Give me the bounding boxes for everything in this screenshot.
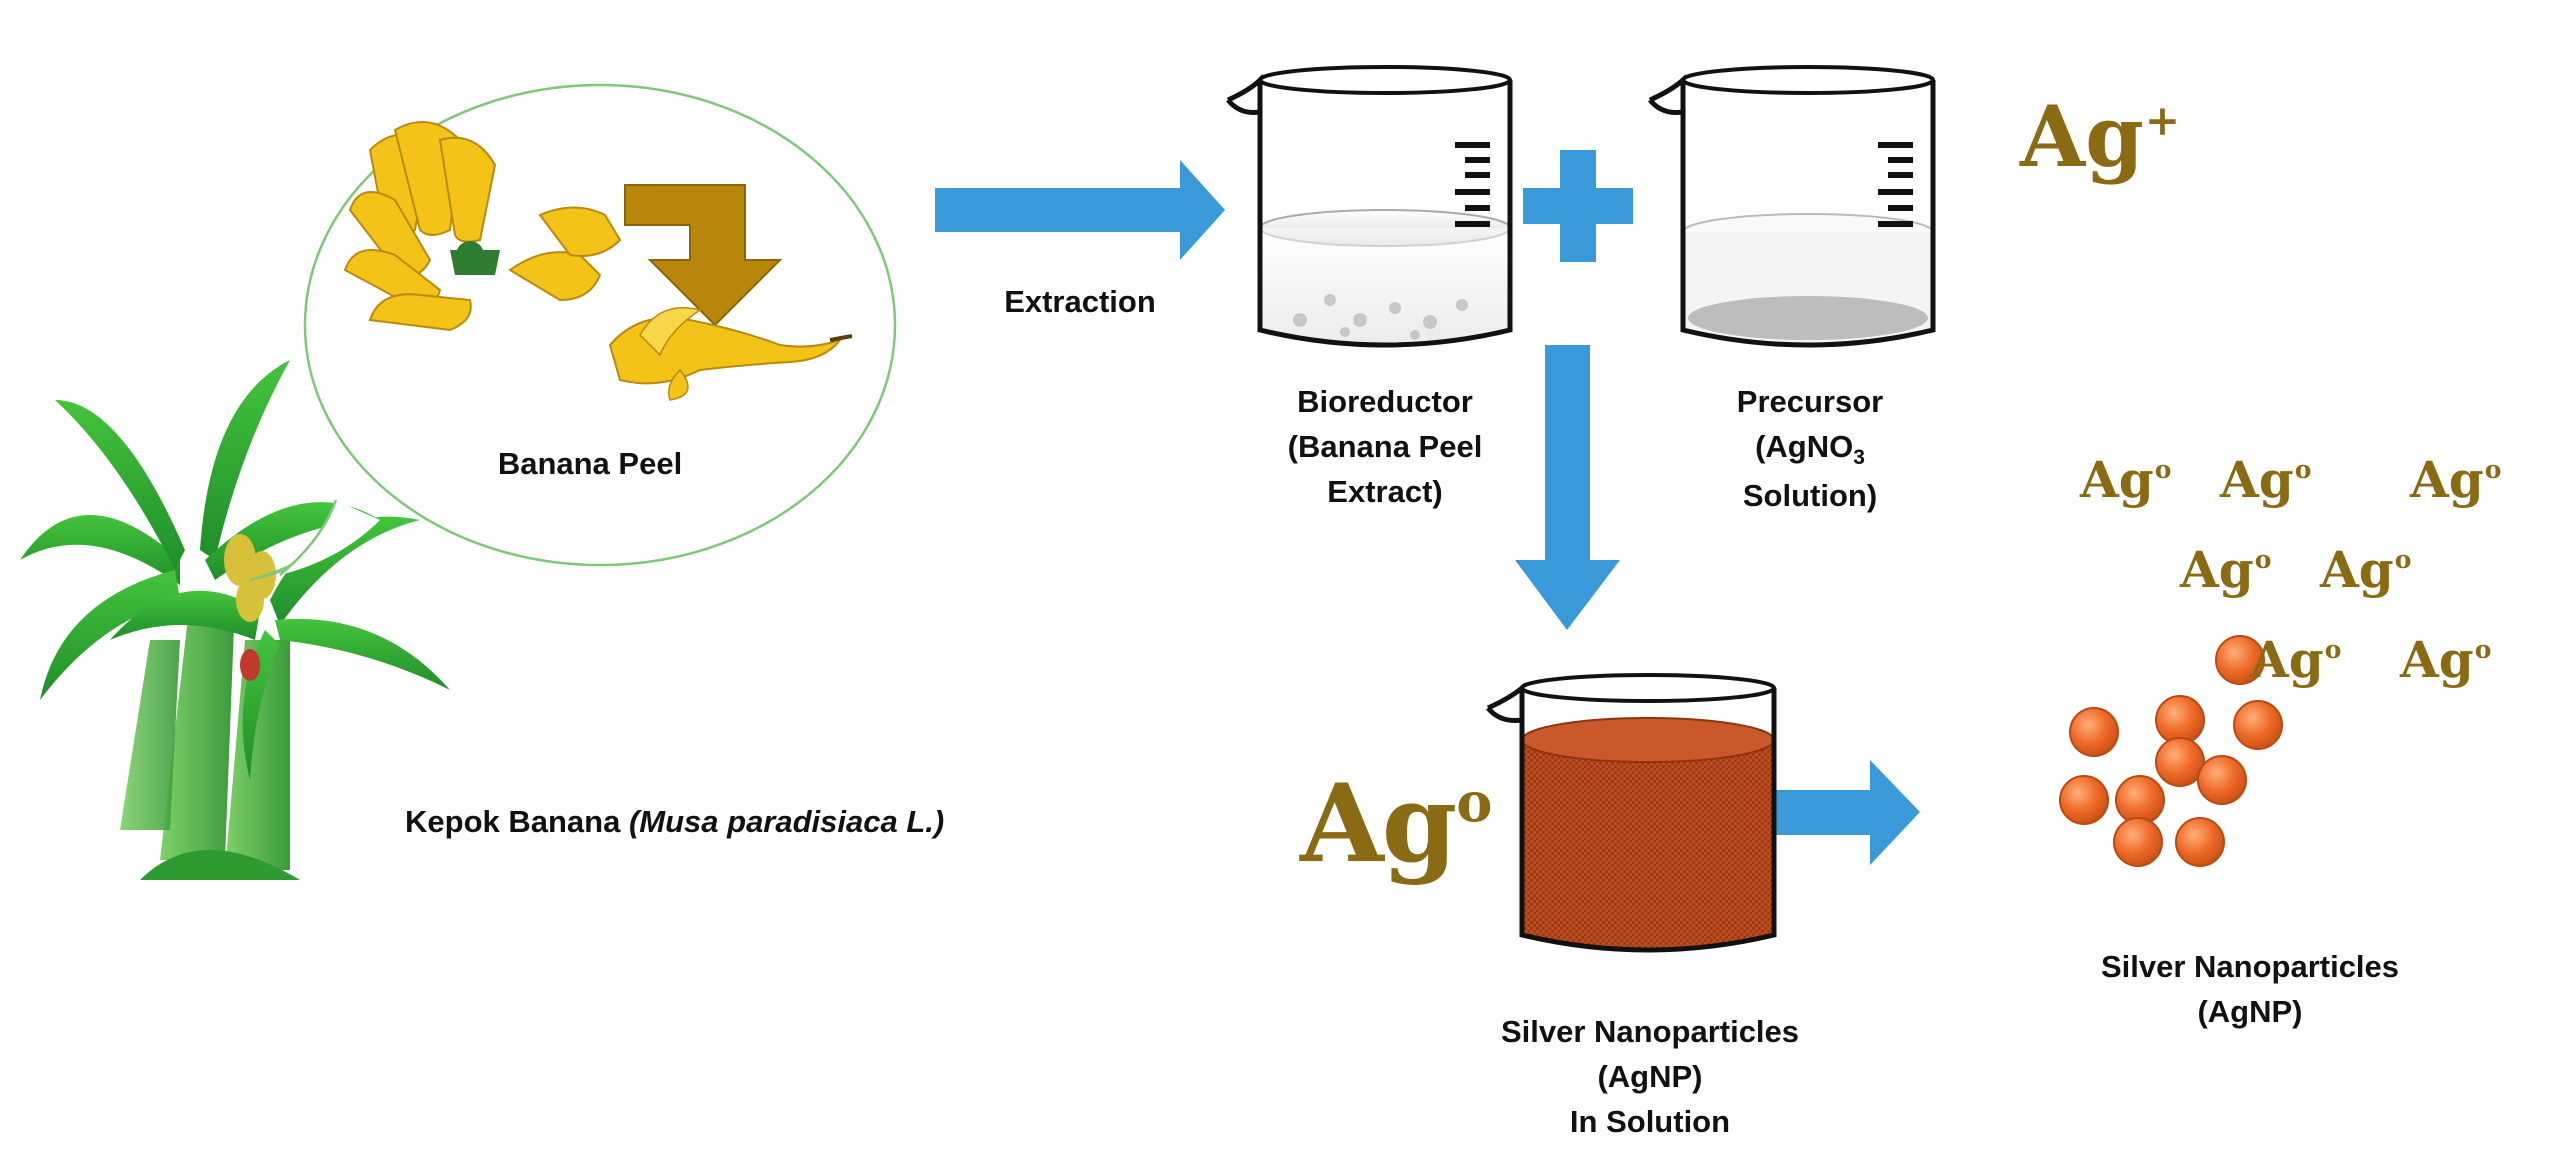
kepok-plain-text: Kepok Banana <box>405 804 629 839</box>
bioreductor-line-3: Extract) <box>1327 473 1443 509</box>
kepok-banana-label: Kepok Banana (Musa paradisiaca L.) <box>405 800 1095 845</box>
nanoparticle <box>2197 755 2247 805</box>
bent-arrow-icon <box>624 184 783 327</box>
bioreductor-line-2: (Banana Peel <box>1287 428 1483 464</box>
nanoparticle <box>2155 737 2205 787</box>
agnp-line-2: (AgNP) <box>2197 993 2303 1029</box>
precursor-line-2: (AgNO3 <box>1680 425 1940 474</box>
ag-zero-symbol: Ago <box>2250 630 2342 689</box>
agnp-solution-line-2: (AgNP) <box>1597 1058 1703 1094</box>
ag-zero-symbol: Ago <box>2180 540 2272 599</box>
precursor-formula: (AgNO <box>1755 428 1854 464</box>
bioreductor-line-1: Bioreductor <box>1297 384 1473 419</box>
agnp-label: Silver Nanoparticles (AgNP) <box>2050 945 2450 1035</box>
speech-bubble <box>249 83 897 581</box>
precursor-label: Precursor (AgNO3 Solution) <box>1680 380 1940 519</box>
banana-peel-label: Banana Peel <box>497 446 683 481</box>
extraction-label: Extraction <box>1004 284 1156 319</box>
agnp-line-1: Silver Nanoparticles <box>2100 949 2400 984</box>
nanoparticle <box>2155 695 2205 745</box>
arrow-down-icon <box>1515 345 1620 630</box>
agnp-solution-line-3: In Solution <box>1569 1103 1731 1139</box>
beaker-precursor-icon <box>1648 65 1936 348</box>
nanoparticle <box>2233 700 2283 750</box>
beaker-agnp-solution-icon <box>1486 673 1777 953</box>
kepok-species-text: (Musa paradisiaca L.) <box>628 804 945 839</box>
banana-peel-icon <box>608 307 853 401</box>
ag-zero-large-symbol: Ago <box>1300 761 1492 887</box>
nanoparticle <box>2059 775 2109 825</box>
agnp-solution-label: Silver Nanoparticles (AgNP) In Solution <box>1425 1010 1875 1145</box>
bioreductor-label: Bioreductor (Banana Peel Extract) <box>1235 380 1535 515</box>
ag-zero-symbol: Ago <box>2220 450 2312 509</box>
nanoparticle <box>2113 817 2163 867</box>
nanoparticle <box>2215 635 2265 685</box>
arrow-extraction-icon <box>935 160 1225 260</box>
arrow-right-icon <box>1760 760 1920 865</box>
nanoparticle <box>2175 817 2225 867</box>
precursor-line-1: Precursor <box>1736 384 1884 419</box>
banana-tree-icon <box>20 360 450 880</box>
nanoparticle <box>2069 707 2119 757</box>
agnp-solution-line-1: Silver Nanoparticles <box>1500 1014 1800 1049</box>
precursor-subscript: 3 <box>1853 446 1865 470</box>
nanoparticle <box>2115 775 2165 825</box>
plus-icon <box>1523 150 1633 262</box>
beaker-bioreductor-icon <box>1226 65 1513 348</box>
ag-zero-symbol: Ago <box>2320 540 2412 599</box>
precursor-line-3: Solution) <box>1742 477 1878 513</box>
nanoparticles-cluster <box>2059 635 2283 867</box>
ag-zero-symbol: Ago <box>2400 630 2492 689</box>
banana-bunch-icon <box>343 121 622 332</box>
ag-zero-symbol: Ago <box>2410 450 2502 509</box>
ag-plus-symbol: Ag+ <box>2020 87 2181 186</box>
ag-zero-symbol: Ago <box>2080 450 2172 509</box>
